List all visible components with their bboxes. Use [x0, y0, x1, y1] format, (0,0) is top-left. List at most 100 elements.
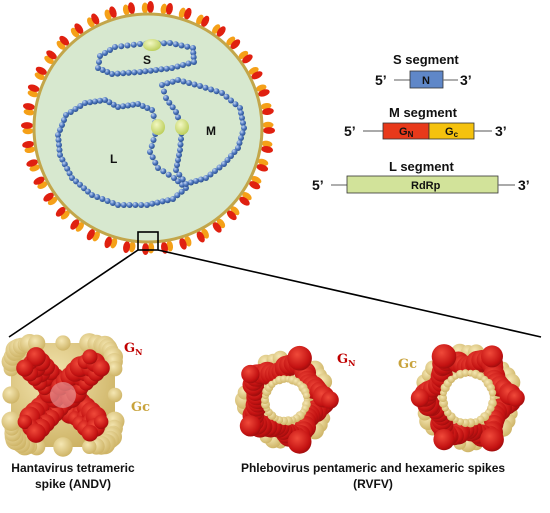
- gn-lobe: [82, 349, 98, 365]
- gn-lobe: [507, 389, 525, 407]
- envelope-spike: [248, 67, 263, 80]
- gn-lobe: [321, 391, 339, 409]
- envelope-spike: [142, 242, 155, 255]
- s-segment-5prime: 5’: [375, 72, 387, 88]
- envelope-spike: [178, 7, 192, 20]
- envelope-spike: [43, 192, 58, 206]
- label-s: S: [143, 53, 151, 67]
- gc-lobe: [28, 334, 46, 352]
- gn-lobe: [241, 364, 260, 384]
- envelope-spike: [21, 122, 34, 135]
- gn-lobe: [433, 429, 455, 451]
- l-segment-3prime: 3’: [518, 177, 530, 193]
- hanta-caption-line1: Hantavirus tetrameric: [11, 461, 135, 475]
- label-m: M: [206, 124, 216, 138]
- virion-membrane: [32, 12, 264, 244]
- m-segment-5prime: 5’: [344, 123, 356, 139]
- virion: S M L: [21, 1, 275, 255]
- envelope-spike: [160, 2, 173, 15]
- gc-lobe: [439, 394, 447, 402]
- gc-lobe: [302, 391, 311, 400]
- envelope-spike: [70, 219, 84, 232]
- gn-lobe: [239, 415, 261, 437]
- gc-lobe: [107, 361, 123, 377]
- envelope-spike: [104, 236, 118, 249]
- hantavirus-tetrameric-spike: [1, 333, 125, 457]
- polymerase-l: [151, 119, 165, 135]
- s-segment-title: S segment: [393, 52, 459, 67]
- phlebo-gc-label: Gc: [398, 357, 417, 372]
- gn-lobe: [26, 423, 46, 443]
- envelope-spike: [196, 228, 209, 243]
- gc-lobe: [1, 411, 21, 431]
- envelope-spike: [87, 13, 100, 28]
- s-segment: S segment 5’ N 3’: [375, 52, 472, 89]
- m-segment-3prime: 3’: [495, 123, 507, 139]
- envelope-spike: [256, 158, 269, 172]
- spike-pore: [446, 376, 490, 420]
- gn-gene-label: GN: [399, 126, 414, 139]
- envelope-spike: [179, 235, 192, 250]
- phlebo-gn-label: GN: [337, 352, 355, 368]
- hanta-gn-label: GN: [124, 341, 142, 357]
- zoom-line-left: [8, 249, 139, 338]
- envelope-spike: [26, 159, 41, 172]
- envelope-spike: [260, 102, 274, 115]
- gc-lobe: [53, 437, 73, 457]
- viral-envelope-glycoproteins: [21, 1, 275, 255]
- polymerase-m: [175, 119, 189, 135]
- phlebo-caption-line1: Phlebovirus pentameric and hexameric spi…: [241, 461, 505, 475]
- envelope-spike: [249, 176, 262, 190]
- envelope-spike: [262, 121, 275, 134]
- phlebo-caption-line2: (RVFV): [353, 477, 393, 491]
- envelope-spike: [226, 36, 241, 50]
- rnp-l: [55, 97, 189, 208]
- envelope-spike: [255, 84, 270, 97]
- envelope-spike: [196, 14, 210, 27]
- gn-lobe: [26, 347, 46, 367]
- envelope-spike: [55, 206, 70, 220]
- gn-lobe: [431, 344, 457, 369]
- envelope-spike: [239, 192, 252, 206]
- gc-lobe: [461, 369, 470, 377]
- hanta-gc-label: Gc: [131, 400, 150, 415]
- gn-lobe: [92, 359, 110, 377]
- spike-center: [50, 382, 76, 408]
- gc-lobe: [2, 386, 20, 404]
- gc-lobe: [107, 387, 123, 403]
- n-gene-label: N: [422, 75, 430, 87]
- hanta-caption-line2: spike (ANDV): [35, 477, 111, 491]
- gn-lobe: [481, 345, 503, 368]
- envelope-spike: [86, 229, 100, 242]
- l-segment-5prime: 5’: [312, 177, 324, 193]
- gc-lobe: [55, 335, 71, 351]
- envelope-spike: [104, 6, 117, 21]
- rdrp-gene-label: RdRp: [411, 180, 441, 192]
- envelope-spike: [123, 241, 136, 254]
- label-l: L: [110, 152, 117, 166]
- envelope-spike: [212, 24, 226, 37]
- zoom-box: [137, 231, 159, 251]
- gc-gene-label: Gc: [445, 126, 459, 139]
- phlebovirus-pentameric-spike: [235, 345, 339, 454]
- envelope-spike: [22, 141, 36, 154]
- rnp-m: [159, 77, 247, 187]
- gn-lobe: [17, 414, 32, 430]
- envelope-spike: [33, 176, 48, 189]
- envelope-spike: [70, 23, 84, 38]
- envelope-spike: [22, 103, 35, 116]
- zoom-callout: [8, 231, 542, 338]
- gn-lobe: [410, 388, 430, 408]
- gn-lobe: [480, 427, 504, 452]
- envelope-spike: [261, 140, 274, 153]
- gc-lobe: [82, 439, 97, 454]
- envelope-spike: [226, 206, 240, 221]
- envelope-spike: [27, 84, 40, 98]
- l-segment-title: L segment: [389, 159, 454, 174]
- m-segment: M segment 5’ GN Gc 3’: [344, 105, 507, 140]
- envelope-spike: [141, 1, 154, 14]
- zoom-line-right: [157, 249, 542, 338]
- polymerase-s: [143, 39, 161, 51]
- envelope-spike: [44, 50, 57, 64]
